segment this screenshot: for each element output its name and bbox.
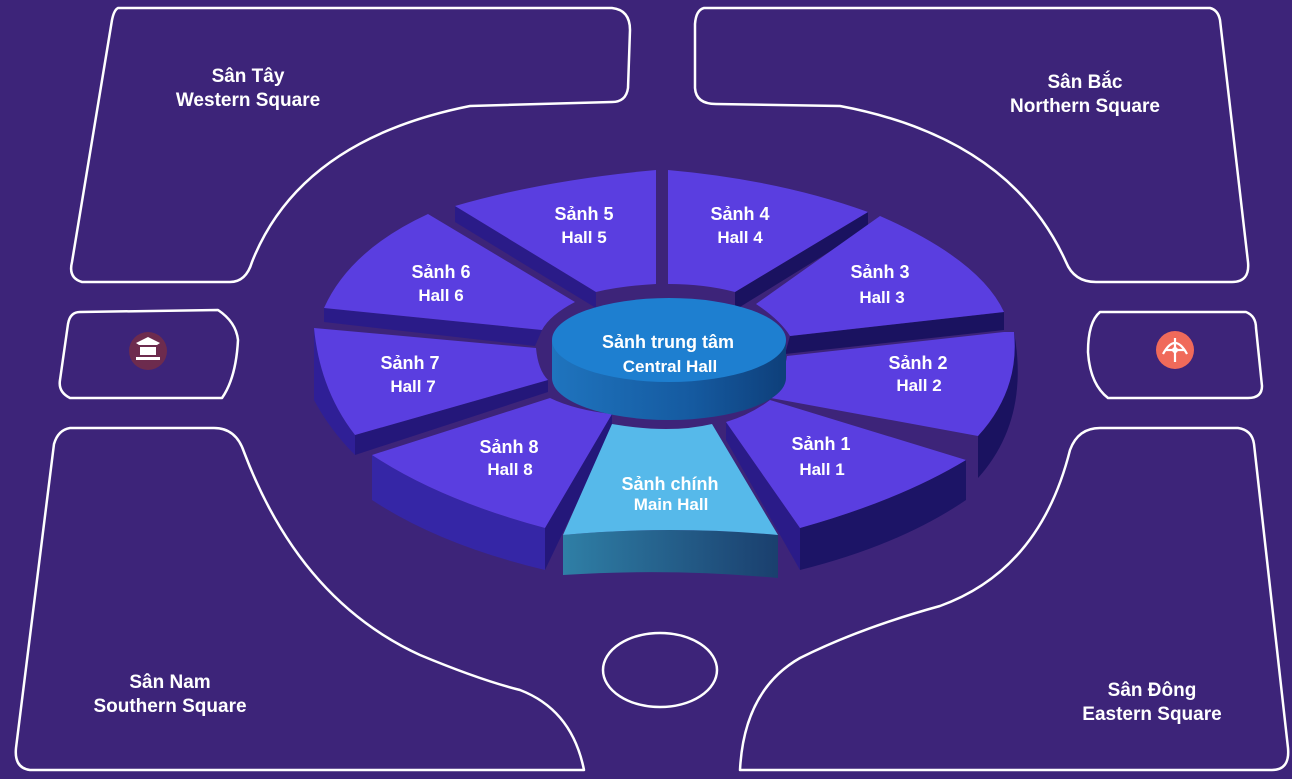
main-hall[interactable] [563,424,778,578]
hall-2-label-vi: Sảnh 2 [888,353,947,373]
hall-8-label-en: Hall 8 [487,460,532,479]
hall-4[interactable] [668,170,868,310]
hall-6-label-en: Hall 6 [418,286,463,305]
western-square-label-en: Western Square [176,90,320,111]
east-gate-box[interactable] [1086,310,1264,400]
northern-square-area[interactable] [693,6,1250,284]
hall-2-label-en: Hall 2 [896,376,941,395]
hall-1-label-vi: Sảnh 1 [791,434,850,454]
hall-7-label-en: Hall 7 [390,377,435,396]
hall-2[interactable] [760,332,1018,478]
northern-square-label-vi: Sân Bắc [1048,71,1123,93]
hall-5-label-vi: Sảnh 5 [554,204,613,224]
archery-target-icon [1156,331,1194,369]
hall-1-label-en: Hall 1 [799,460,844,479]
central-hall[interactable] [552,298,786,420]
hall-7[interactable] [314,328,548,455]
hall-8[interactable] [372,398,612,570]
eastern-square-area[interactable] [738,426,1290,772]
hall-6-label-vi: Sảnh 6 [411,262,470,282]
central-hall-label-en: Central Hall [623,357,717,376]
western-square-label-vi: Sân Tây [212,66,285,87]
hall-3-label-en: Hall 3 [859,288,904,307]
hall-4-label-vi: Sảnh 4 [710,204,769,224]
southern-square-area[interactable] [14,426,586,772]
hall-7-label-vi: Sảnh 7 [380,353,439,373]
northern-square-label-en: Northern Square [1010,96,1160,117]
hall-1[interactable] [726,400,966,570]
hall-6[interactable] [324,214,575,346]
fountain-outline [601,631,719,709]
hall-8-label-vi: Sảnh 8 [479,437,538,457]
hall-3-label-vi: Sảnh 3 [850,262,909,282]
southern-square-label-en: Southern Square [93,696,246,717]
west-gate-box[interactable] [58,308,240,400]
main-hall-label-vi: Sảnh chính [621,474,718,494]
hall-5[interactable] [455,170,656,308]
temple-gate-icon [129,332,167,370]
eastern-square-label-en: Eastern Square [1082,704,1221,725]
central-hall-label-vi: Sảnh trung tâm [602,332,734,352]
hall-5-label-en: Hall 5 [561,228,606,247]
hall-3[interactable] [756,216,1004,354]
main-hall-label-en: Main Hall [634,495,709,514]
southern-square-label-vi: Sân Nam [129,672,210,693]
hall-4-label-en: Hall 4 [717,228,763,247]
western-square-area[interactable] [69,6,632,284]
eastern-square-label-vi: Sân Đông [1108,680,1197,701]
